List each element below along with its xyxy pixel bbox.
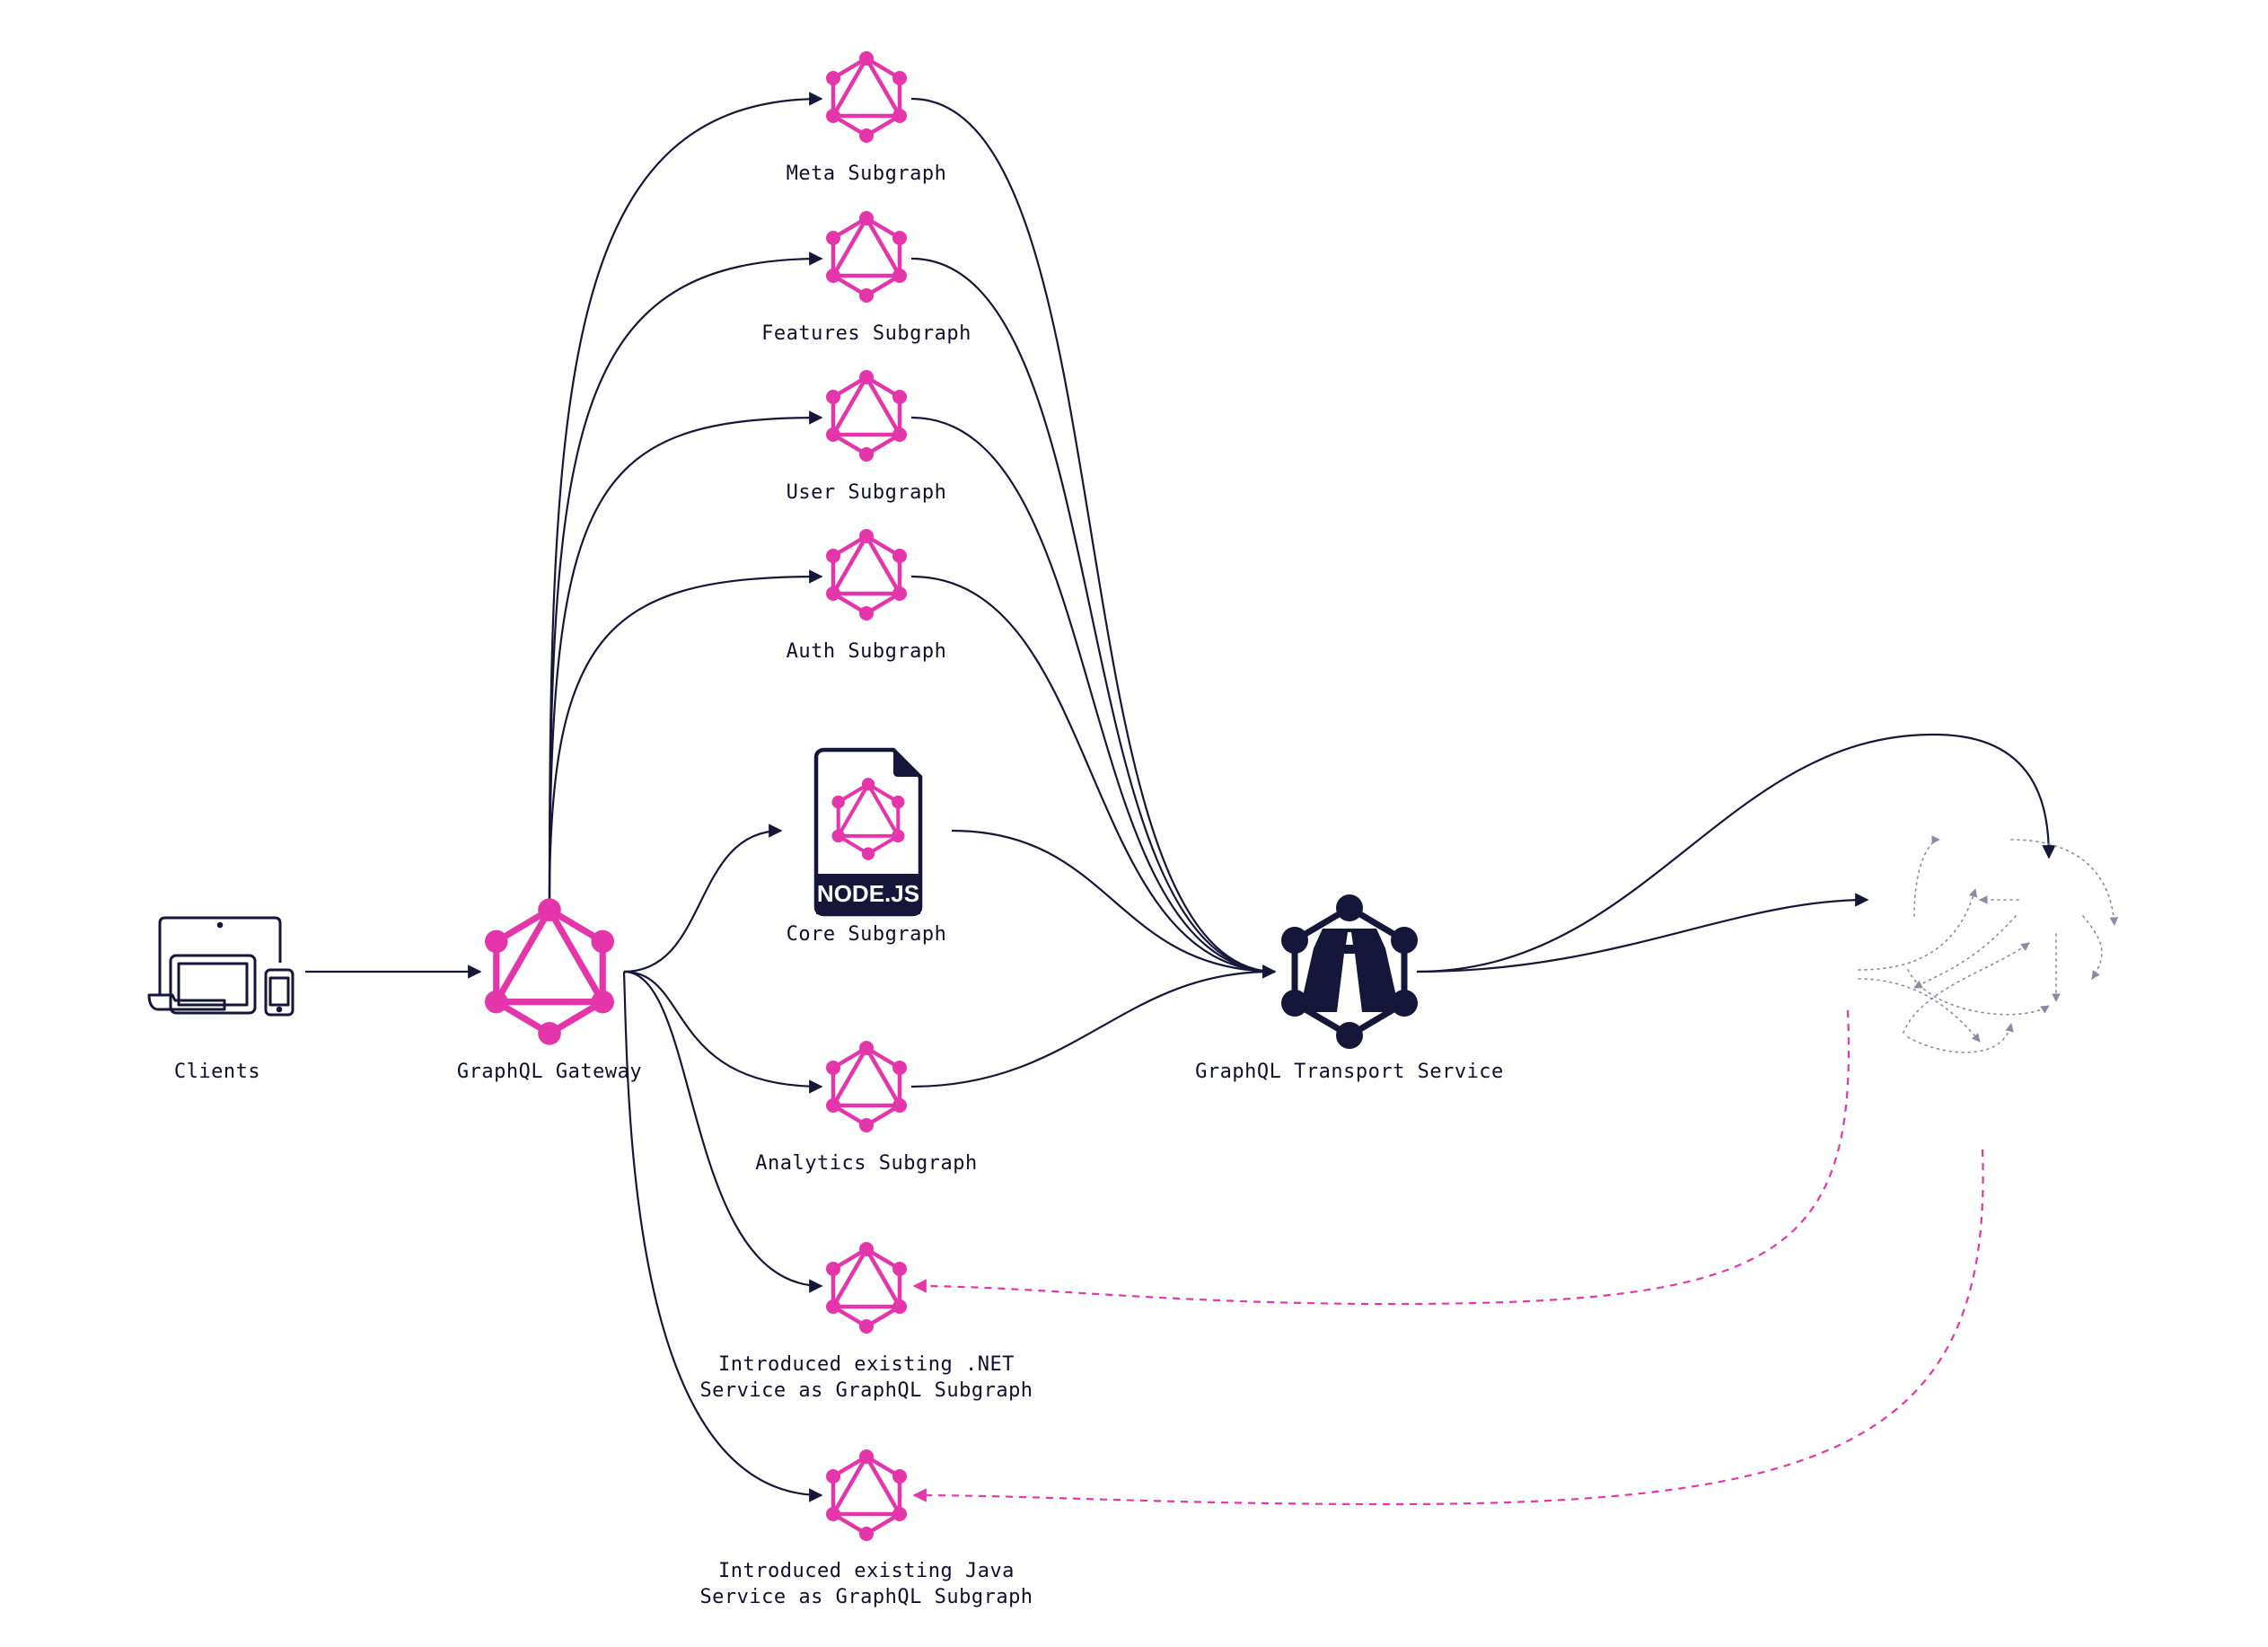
core-subgraph-label: Core Subgraph [787, 923, 947, 946]
subgraph-dotnet: Introduced existing .NET Service as Grap… [699, 1242, 1033, 1402]
graphql-icon [826, 211, 907, 303]
user-subgraph-label: User Subgraph [787, 481, 947, 504]
cube-icon [1952, 1076, 2013, 1142]
graphql-icon [826, 370, 907, 462]
cube-icon [1880, 870, 1941, 937]
subgraph-features: Features Subgraph [761, 211, 971, 345]
clients-label: Clients [174, 1061, 260, 1083]
subgraph-core: NODE.JS Core Subgraph [787, 747, 947, 946]
subgraph-user: User Subgraph [787, 370, 947, 504]
dotnet-label-line1: Introduced existing .NET [718, 1353, 1015, 1376]
java-label-line2: Service as GraphQL Subgraph [699, 1586, 1033, 1608]
nodejs-file-icon: NODE.JS [813, 747, 923, 917]
graphql-icon [826, 1449, 907, 1541]
analytics-subgraph-label: Analytics Subgraph [755, 1152, 977, 1175]
cube-icon [2020, 870, 2081, 937]
cube-icon [2020, 1008, 2081, 1074]
transport-node: GraphQL Transport Service [1195, 894, 1504, 1083]
cube-icon [1817, 939, 1878, 1006]
subgraph-auth: Auth Subgraph [787, 529, 947, 663]
microservice-mesh-connectors [1858, 835, 2119, 1053]
auth-subgraph-label: Auth Subgraph [787, 640, 947, 663]
cube-icon [1880, 1008, 1941, 1074]
legacy-dashed-connectors [912, 1009, 1984, 1506]
graphql-icon [826, 51, 907, 143]
devices-icon [147, 916, 294, 1017]
meta-subgraph-label: Meta Subgraph [787, 163, 947, 185]
subgraph-analytics: Analytics Subgraph [755, 1041, 977, 1175]
cube-icon [2088, 939, 2149, 1006]
gateway-label: GraphQL Gateway [457, 1061, 642, 1083]
transport-to-services-connectors [1416, 733, 2056, 973]
java-label-line1: Introduced existing Java [718, 1560, 1015, 1582]
microservices-cluster [1817, 805, 2149, 1142]
transport-label: GraphQL Transport Service [1195, 1061, 1504, 1083]
subgraph-to-transport-connectors [910, 97, 1277, 1088]
graphql-transport-icon [1281, 894, 1418, 1049]
subgraph-meta: Meta Subgraph [787, 51, 947, 185]
gateway-node: GraphQL Gateway [457, 898, 642, 1083]
features-subgraph-label: Features Subgraph [761, 322, 971, 345]
dotnet-label-line2: Service as GraphQL Subgraph [699, 1379, 1033, 1402]
gateway-to-subgraph-connectors [548, 92, 823, 1502]
nodejs-badge: NODE.JS [817, 880, 919, 907]
subgraph-java: Introduced existing Java Service as Grap… [699, 1449, 1033, 1608]
graphql-icon [485, 898, 614, 1044]
graphql-icon [826, 1242, 907, 1334]
cube-icon [1949, 805, 2010, 871]
clients-node: Clients [147, 916, 294, 1083]
graphql-icon [826, 1041, 907, 1132]
graphql-icon [826, 529, 907, 621]
